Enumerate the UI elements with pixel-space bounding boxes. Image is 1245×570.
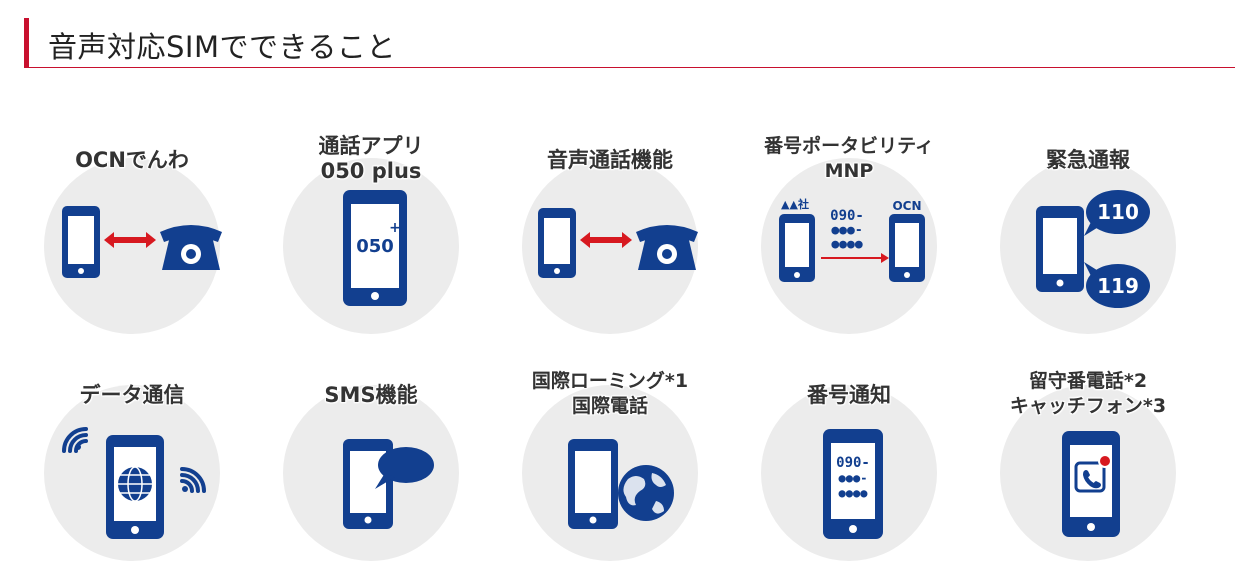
feature-data: データ通信 <box>32 355 232 570</box>
emergency-call-icon: 110 119 <box>1036 190 1150 308</box>
feature-label: SMS機能 <box>324 383 418 407</box>
data-communication-icon <box>62 427 206 539</box>
police-number: 110 <box>1097 200 1139 224</box>
feature-label: 番号ポータビリティ MNP <box>764 135 934 182</box>
feature-caller-id: 番号通知 090- ●●●- ●●●● <box>749 355 949 570</box>
svg-text:+: + <box>389 220 401 236</box>
feature-sms: SMS機能 <box>271 355 471 570</box>
carrier-label: ▲▲社 <box>781 197 809 211</box>
feature-label: OCNでんわ <box>75 148 189 172</box>
mnp-number-text: 090- <box>830 208 864 224</box>
svg-text:●●●●: ●●●● <box>831 237 862 252</box>
voicemail-icon <box>1062 431 1120 537</box>
feature-voicemail-callwaiting: 留守番電話*2 キャッチフォン*3 <box>988 355 1188 570</box>
svg-text:●●●-: ●●●- <box>839 471 868 485</box>
signal-icon <box>180 467 206 493</box>
voice-call-icon <box>538 208 698 278</box>
svg-text:050: 050 <box>356 236 394 257</box>
caller-number-text: 090- <box>836 455 870 471</box>
feature-050-plus: 通話アプリ 050 plus 050 + <box>271 128 471 343</box>
feature-voice-call: 音声通話機能 <box>510 128 710 343</box>
svg-text:●●●-: ●●●- <box>831 223 862 238</box>
international-roaming-icon <box>568 439 674 529</box>
feature-label: 通話アプリ 050 plus <box>318 134 424 183</box>
feature-mnp: 番号ポータビリティ MNP ▲▲社 090- ●●●- ●●●● OCN <box>749 128 949 343</box>
050-app-phone-icon: 050 + <box>343 190 407 306</box>
phone-to-landline-icon <box>62 206 222 278</box>
sms-icon <box>343 439 434 529</box>
feature-label: 番号通知 <box>807 383 891 407</box>
feature-label: データ通信 <box>79 383 185 407</box>
svg-text:●●●●: ●●●● <box>839 486 869 500</box>
ocn-label: OCN <box>892 199 921 213</box>
fire-number: 119 <box>1097 274 1139 298</box>
header-accent-bar <box>24 18 29 68</box>
feature-circle <box>1000 158 1176 334</box>
feature-ocn-denwa: OCNでんわ <box>32 128 232 343</box>
feature-label: 音声通話機能 <box>547 148 673 172</box>
section-header: 音声対応SIMでできること <box>0 0 1245 70</box>
caller-id-icon: 090- ●●●- ●●●● <box>823 429 883 539</box>
feature-international: 国際ローミング*1 国際電話 <box>510 355 710 570</box>
header-divider <box>24 67 1235 68</box>
number-portability-icon: ▲▲社 090- ●●●- ●●●● OCN <box>779 197 925 282</box>
feature-label: 緊急通報 <box>1046 148 1130 172</box>
feature-label: 国際ローミング*1 国際電話 <box>531 370 689 417</box>
signal-icon <box>62 427 88 453</box>
feature-label: 留守番電話*2 キャッチフォン*3 <box>1009 370 1167 417</box>
feature-emergency-call: 緊急通報 110 119 <box>988 128 1188 343</box>
section-title: 音声対応SIMでできること <box>48 30 396 64</box>
